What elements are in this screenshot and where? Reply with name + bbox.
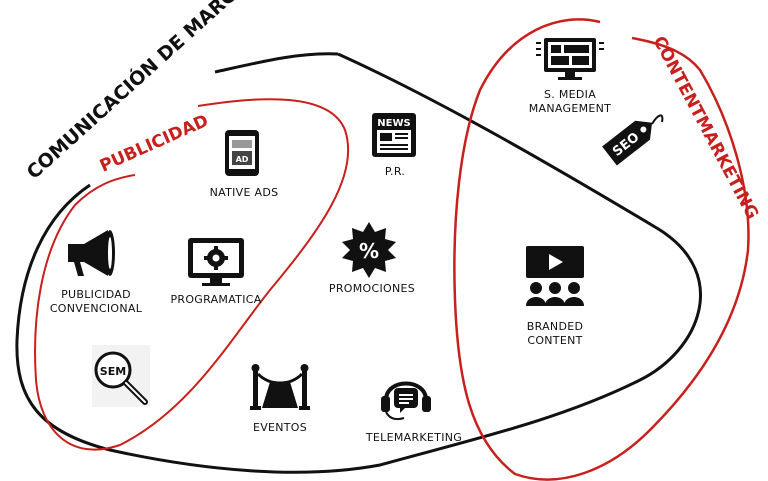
- svg-text:AD: AD: [236, 155, 249, 164]
- svg-text:NEWS: NEWS: [377, 118, 410, 129]
- contentmarketing-region-outline: [453, 18, 750, 481]
- pr-label: P.R.: [385, 165, 405, 178]
- branded-label-line2: CONTENT: [527, 334, 582, 347]
- seo-tag-icon: SEO: [602, 120, 653, 166]
- telemarketing-label: TELEMARKETING: [365, 431, 462, 444]
- sem-magnifier-icon: SEM: [92, 345, 150, 407]
- branded-label-line1: BRANDED: [527, 320, 584, 333]
- headset-icon: [381, 381, 431, 421]
- convencional-label-line1: PUBLICIDAD: [61, 288, 131, 301]
- ad-tablet-icon: AD: [225, 130, 259, 176]
- svg-text:%: %: [359, 239, 379, 263]
- publicidad-title: PUBLICIDAD: [97, 111, 212, 177]
- comunicacion-region-outline: [15, 52, 702, 474]
- promociones-label: PROMOCIONES: [329, 282, 415, 295]
- newspaper-icon: NEWS: [372, 113, 416, 157]
- publicidad-region-outline: [34, 98, 350, 451]
- video-audience-icon: [526, 246, 584, 306]
- megaphone-icon: [68, 230, 115, 276]
- contentmarketing-title: CONTENTMARKETING: [649, 33, 763, 223]
- programatica-label: PROGRAMATICA: [170, 293, 261, 306]
- svg-text:SEM: SEM: [100, 365, 126, 378]
- red-carpet-icon: [250, 364, 310, 410]
- convencional-label-line2: CONVENCIONAL: [50, 302, 143, 315]
- eventos-label: EVENTOS: [253, 421, 307, 434]
- comunicacion-region-top: [214, 52, 339, 74]
- smm-label-line2: MANAGEMENT: [529, 102, 611, 115]
- native-ads-label: NATIVE ADS: [210, 186, 279, 199]
- monitor-gear-icon: [188, 238, 244, 286]
- dashboard-monitor-icon: [536, 38, 604, 80]
- smm-label-line1: S. MEDIA: [544, 88, 596, 101]
- percent-badge-icon: %: [342, 222, 396, 278]
- seo-tag-string: [651, 114, 664, 125]
